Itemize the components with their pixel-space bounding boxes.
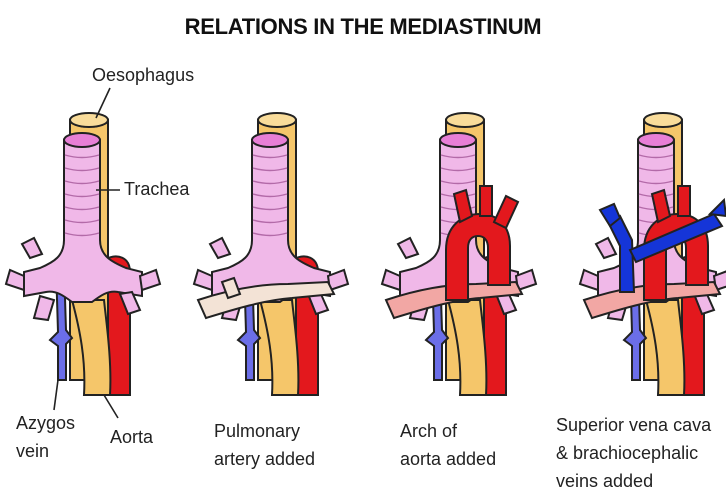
caption-svc-line1: Superior vena cava bbox=[556, 412, 711, 438]
label-azygos-line1: Azygos bbox=[16, 410, 75, 436]
label-azygos-line2: vein bbox=[16, 438, 49, 464]
caption-arch-line2: aorta added bbox=[400, 446, 496, 472]
label-trachea: Trachea bbox=[124, 176, 189, 202]
panel-3-figure bbox=[382, 113, 536, 395]
caption-pulmonary-line1: Pulmonary bbox=[214, 418, 300, 444]
panel-4-figure bbox=[580, 113, 726, 395]
trachea-shape bbox=[6, 133, 160, 320]
label-oesophagus: Oesophagus bbox=[92, 62, 194, 88]
panel-2-figure bbox=[194, 113, 348, 395]
caption-svc-line2: & brachiocephalic bbox=[556, 440, 698, 466]
caption-svc-line3: veins added bbox=[556, 468, 653, 494]
caption-pulmonary-line2: artery added bbox=[214, 446, 315, 472]
label-aorta: Aorta bbox=[110, 424, 153, 450]
caption-arch-line1: Arch of bbox=[400, 418, 457, 444]
panel-1-figure bbox=[6, 88, 160, 418]
